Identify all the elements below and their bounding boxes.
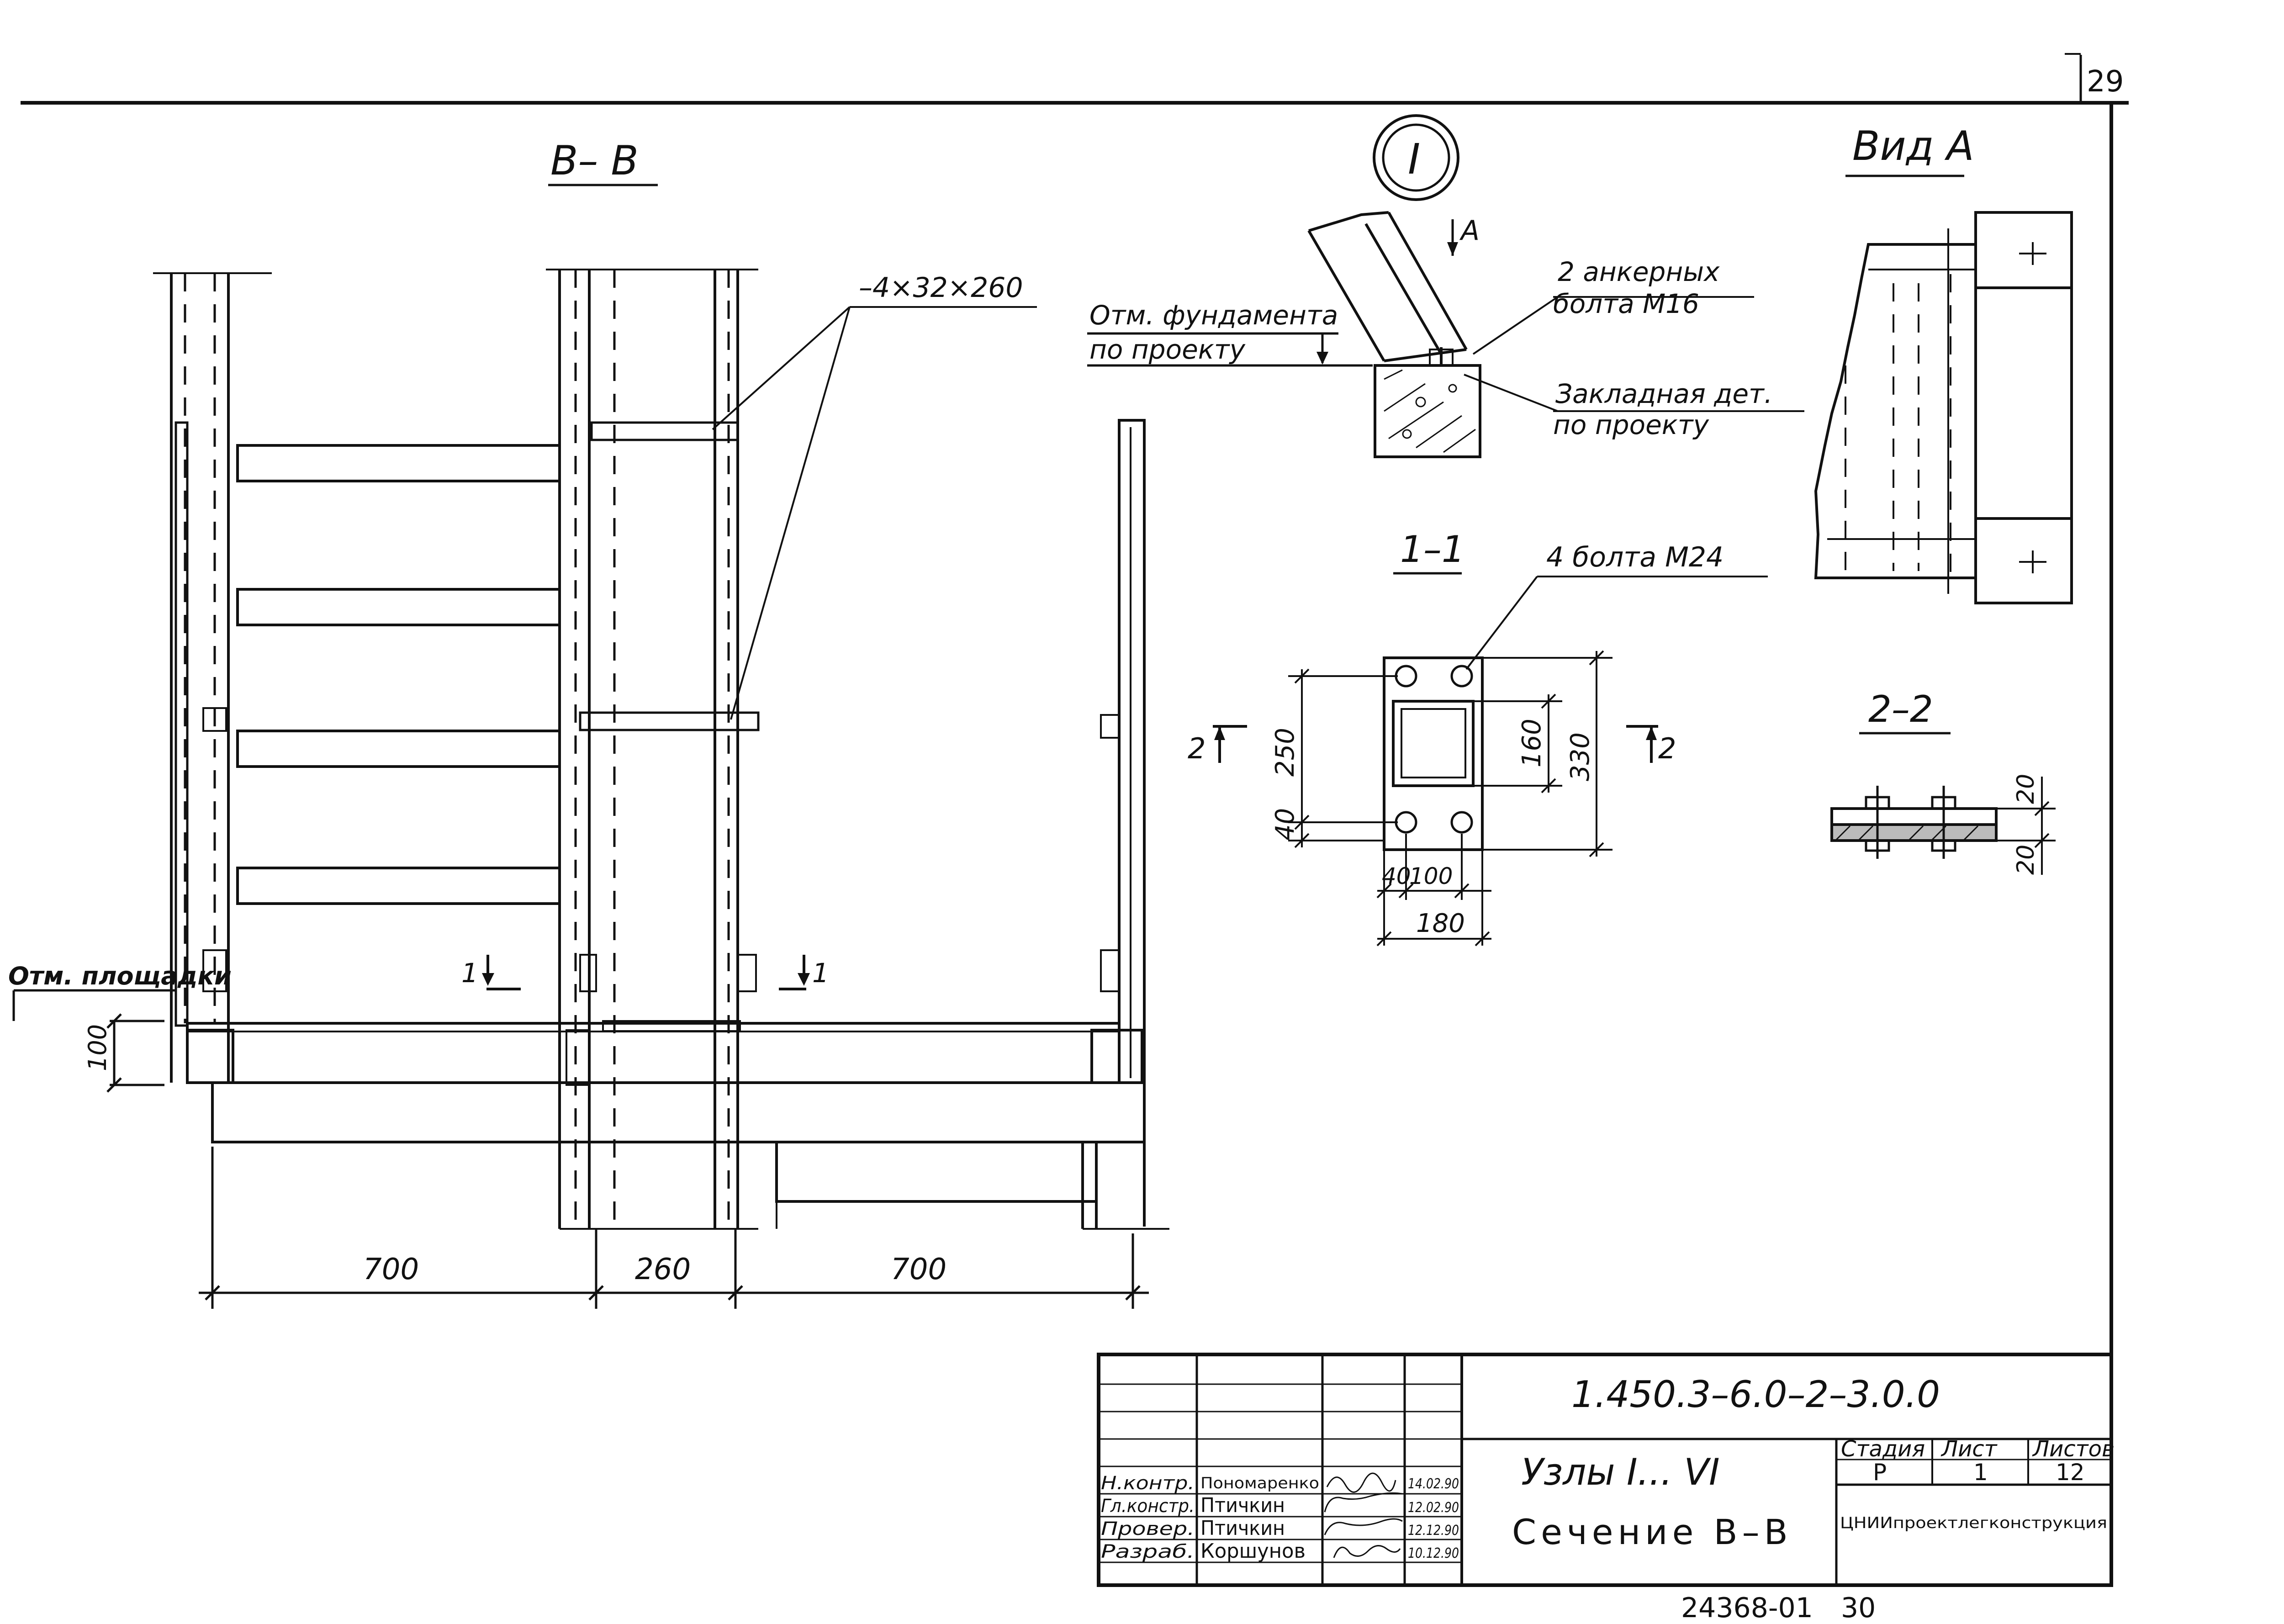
section-1-1-marks [486, 955, 806, 990]
stamp-page: 30 [1841, 1592, 1876, 1624]
anchor-label-2: болта М16 [1553, 288, 1699, 319]
section-mark-right: 1 [812, 957, 829, 989]
sheet-value: 1 [1973, 1459, 1988, 1486]
dim-160: 160 [1517, 719, 1547, 767]
sheets-value: 12 [2056, 1459, 2085, 1486]
section-1-1: 1–1 4 болта М24 250 40 [1188, 528, 1768, 947]
role-date: 12.12.90 [1408, 1523, 1459, 1539]
dim-100: 100 [1409, 863, 1453, 889]
role-date: 10.12.90 [1408, 1545, 1459, 1561]
dim-250: 250 [1270, 728, 1300, 777]
role-label: Разраб. [1101, 1541, 1195, 1562]
role-date: 12.02.90 [1408, 1500, 1459, 1516]
platform-mark [12, 989, 176, 1093]
view-a-arrow-label: А [1459, 215, 1480, 247]
role-name: Коршунов [1200, 1539, 1306, 1563]
signatures [1324, 1472, 1403, 1558]
section-2-mark-left: 2 [1188, 732, 1205, 765]
view-a-title: Вид А [1852, 122, 1974, 169]
dim-40-horizontal: 40 [1382, 863, 1411, 889]
title-line-2: Сечение В–В [1512, 1512, 1792, 1552]
dim-20-bottom: 20 [2012, 845, 2040, 875]
organization: ЦНИИпроектлегконструкция [1840, 1514, 2107, 1532]
role-label: Гл.констр. [1101, 1496, 1195, 1517]
stage-header: Стадия [1841, 1436, 1925, 1462]
role-date: 14.02.90 [1408, 1476, 1459, 1492]
rungs [236, 444, 561, 905]
anchor-label-1: 2 анкерных [1558, 256, 1720, 287]
section-1-arrow-right [798, 973, 810, 986]
dim-330: 330 [1565, 732, 1595, 781]
role-name: Птичкин [1200, 1517, 1285, 1540]
node-1-mark: I [1408, 135, 1420, 184]
bolts-label: 4 болта М24 [1546, 541, 1724, 573]
section-2-mark-right: 2 [1658, 732, 1676, 765]
stamp-number: 24368-01 [1681, 1592, 1813, 1624]
dim-40-vertical: 40 [1270, 808, 1300, 841]
sheets-header: Листов [2032, 1436, 2115, 1462]
section-bb: В– В [8, 137, 1169, 1309]
section-bb-title: В– В [550, 137, 639, 184]
plate-leader [712, 306, 1037, 720]
foundation-label-1: Отм. фундамента [1089, 300, 1338, 331]
section-mark-left: 1 [461, 957, 478, 989]
dim-20-top: 20 [2012, 774, 2040, 804]
stage-value: Р [1873, 1459, 1887, 1486]
roles-table: Н.контр. Пономаренко 14.02.90 Гл.констр.… [1101, 1473, 1459, 1563]
node-1-inner-circle [1382, 123, 1450, 192]
left-column [153, 272, 272, 1083]
role-label: Н.контр. [1101, 1473, 1195, 1494]
section-2-2: 2–2 20 20 [1830, 688, 2056, 875]
embed-label-1: Закладная дет. [1555, 378, 1772, 409]
node-1: I А [1087, 114, 1804, 458]
dim-left-700: 700 [363, 1253, 419, 1286]
plate-label: –4×32×260 [859, 272, 1023, 304]
doc-code: 1.450.3–6.0–2–3.0.0 [1571, 1373, 1940, 1416]
dim-center-260: 260 [635, 1253, 691, 1286]
node-1-outer-circle [1373, 114, 1459, 201]
page-number: 29 [2087, 65, 2124, 99]
dim-180: 180 [1416, 909, 1465, 938]
embed-label-2: по проекту [1553, 409, 1709, 440]
dim-right-700: 700 [891, 1253, 946, 1286]
foundation-block [1374, 364, 1481, 458]
title-line-1: Узлы I... VI [1521, 1451, 1720, 1493]
role-name: Птичкин [1200, 1494, 1285, 1517]
platform-dim: 100 [83, 1024, 112, 1071]
base-beams [186, 1022, 1169, 1230]
right-column [1100, 419, 1146, 1227]
central-column [546, 269, 760, 1230]
sheet-header: Лист [1940, 1436, 1998, 1462]
section-1-1-title: 1–1 [1400, 528, 1465, 571]
bottom-dimensions [199, 1147, 1149, 1309]
role-name: Пономаренко [1200, 1474, 1319, 1492]
sheet-frame [21, 53, 2129, 1585]
base-plate [1383, 656, 1484, 851]
platform-label: Отм. площадки [8, 962, 232, 990]
role-label: Провер. [1101, 1518, 1195, 1539]
section-2-2-title: 2–2 [1868, 688, 1933, 730]
section-1-arrow-left [482, 973, 494, 986]
view-a: Вид А [1814, 122, 2073, 604]
foundation-label-2: по проекту [1089, 334, 1246, 365]
